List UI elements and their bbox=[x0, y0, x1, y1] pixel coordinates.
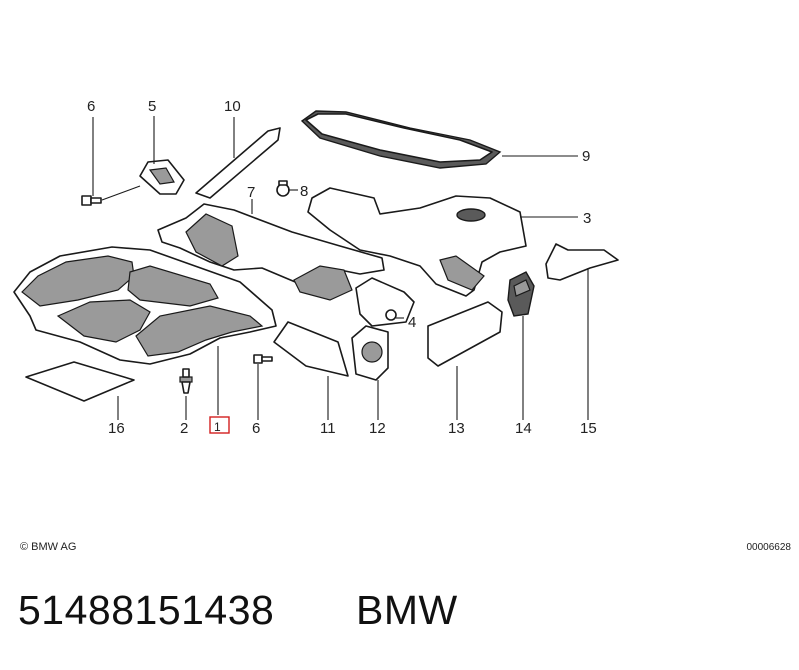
leader-lines bbox=[92, 116, 589, 420]
part-3-side-panel bbox=[307, 187, 527, 297]
part-5-bracket bbox=[139, 159, 185, 195]
part-2-clip bbox=[179, 368, 193, 394]
callout-5: 5 bbox=[148, 98, 156, 115]
callout-7: 7 bbox=[247, 184, 255, 201]
copyright-text: © BMW AG bbox=[20, 541, 77, 553]
part-9-cover-panel bbox=[300, 110, 502, 169]
part-4-bracket bbox=[355, 277, 415, 327]
part-14-block bbox=[507, 271, 535, 317]
callout-9: 9 bbox=[582, 148, 590, 165]
part-6-screw-lower bbox=[253, 354, 273, 364]
callout-11: 11 bbox=[320, 420, 336, 437]
drawing-number: 00006628 bbox=[746, 542, 792, 553]
part-6-screw-upper bbox=[81, 195, 102, 206]
callout-12: 12 bbox=[369, 420, 386, 437]
part-7-cowl bbox=[157, 203, 385, 301]
part-13-cover-plate bbox=[427, 301, 503, 367]
part-10-strip bbox=[195, 127, 281, 199]
callout-14: 14 bbox=[515, 420, 532, 437]
part-number-caption: 51488151438 bbox=[18, 587, 275, 633]
brand-caption: BMW bbox=[356, 587, 458, 633]
part-12-housing bbox=[351, 325, 389, 381]
callout-4: 4 bbox=[408, 314, 416, 331]
callout-6-upper: 6 bbox=[87, 98, 95, 115]
callout-3: 3 bbox=[583, 210, 591, 227]
callout-15: 15 bbox=[580, 420, 597, 437]
part-16-pad bbox=[25, 361, 135, 402]
callout-8: 8 bbox=[300, 183, 308, 200]
callout-2: 2 bbox=[180, 420, 188, 437]
callout-10: 10 bbox=[224, 98, 241, 115]
callout-1: 1 bbox=[214, 420, 221, 434]
callout-1-highlight-box bbox=[209, 416, 230, 434]
part-8-fastener bbox=[276, 180, 290, 197]
callout-13: 13 bbox=[448, 420, 465, 437]
part-1-insulation-mat bbox=[13, 246, 277, 365]
callout-16: 16 bbox=[108, 420, 125, 437]
callout-6-lower: 6 bbox=[252, 420, 260, 437]
part-11-trim-plate bbox=[273, 321, 349, 377]
part-15-cover-strip bbox=[545, 243, 619, 281]
